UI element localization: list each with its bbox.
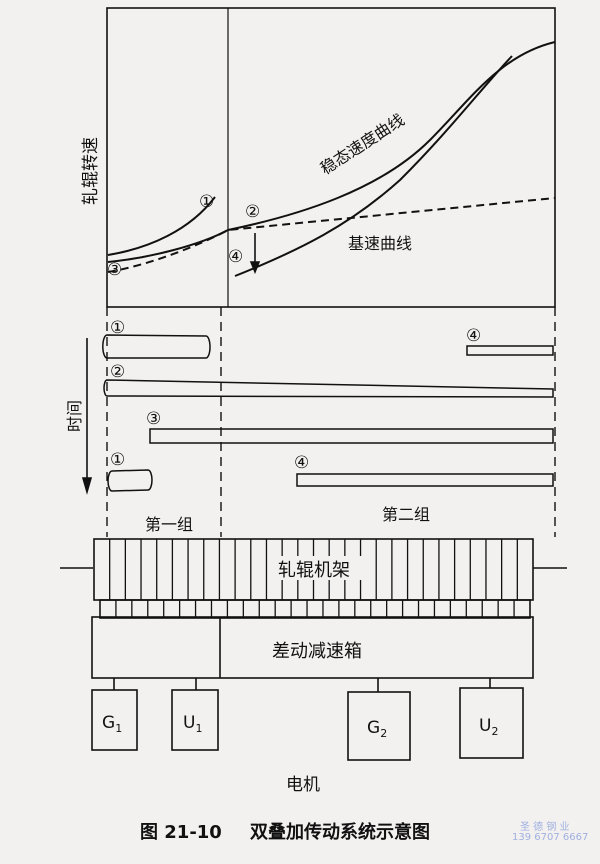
motor-g2: [347, 691, 411, 761]
bar-marker-2: ②: [110, 362, 125, 382]
graph-frame: [106, 7, 556, 308]
motor-label: 电机: [286, 775, 320, 795]
guide-lines: [106, 307, 556, 537]
bar-marker-4-top: ④: [466, 326, 481, 346]
speed-graph: [106, 7, 556, 308]
marker-4: ④: [228, 247, 243, 267]
motor-u2: [459, 687, 524, 759]
bar-3: [149, 428, 554, 444]
motor-g1: [91, 689, 138, 751]
time-label: 时间: [65, 400, 84, 432]
base-curve-label: 基速曲线: [348, 234, 412, 253]
motor-u1: [171, 689, 219, 751]
bar-4: [296, 473, 554, 487]
marker-1: ①: [199, 192, 214, 212]
rolling-stand: [60, 538, 567, 619]
steady-speed-curve: [107, 41, 556, 263]
bar-marker-4: ④: [294, 453, 309, 473]
stand-label: 轧辊机架: [278, 560, 350, 581]
marker-3: ③: [107, 260, 122, 280]
time-arrow-head: [81, 477, 93, 495]
bar-marker-3: ③: [146, 409, 161, 429]
bar-4-top: [466, 345, 554, 356]
caption-title: 双叠加传动系统示意图: [250, 821, 430, 843]
y-axis-label: 轧辊转速: [81, 137, 101, 205]
bar-marker-1: ①: [110, 318, 125, 338]
bar-1: [102, 334, 211, 359]
gearbox: [91, 616, 534, 679]
group2-label: 第二组: [382, 505, 430, 524]
bar-2: [103, 379, 554, 398]
group1-label: 第一组: [145, 515, 193, 534]
caption-number: 图 21-10: [140, 822, 222, 843]
watermark-line1: 圣 德 钢 业: [520, 820, 570, 833]
motors: [91, 678, 524, 761]
motor-g2-label: G2: [367, 718, 387, 740]
down-arrow-head: [249, 261, 261, 275]
motor-u2-label: U2: [479, 716, 498, 738]
curve-4: [234, 55, 513, 277]
strip-bars: [102, 334, 554, 492]
gearbox-label: 差动减速箱: [272, 641, 362, 662]
base-speed-curve: [107, 197, 556, 273]
bar-marker-1-small: ①: [110, 450, 125, 470]
motor-g1-label: G1: [102, 713, 122, 735]
watermark-line2: 139 6707 6667: [512, 832, 588, 843]
bar-1-small: [107, 469, 153, 492]
motor-u1-label: U1: [183, 713, 202, 735]
curve-1: [107, 196, 216, 256]
marker-2: ②: [245, 202, 260, 222]
